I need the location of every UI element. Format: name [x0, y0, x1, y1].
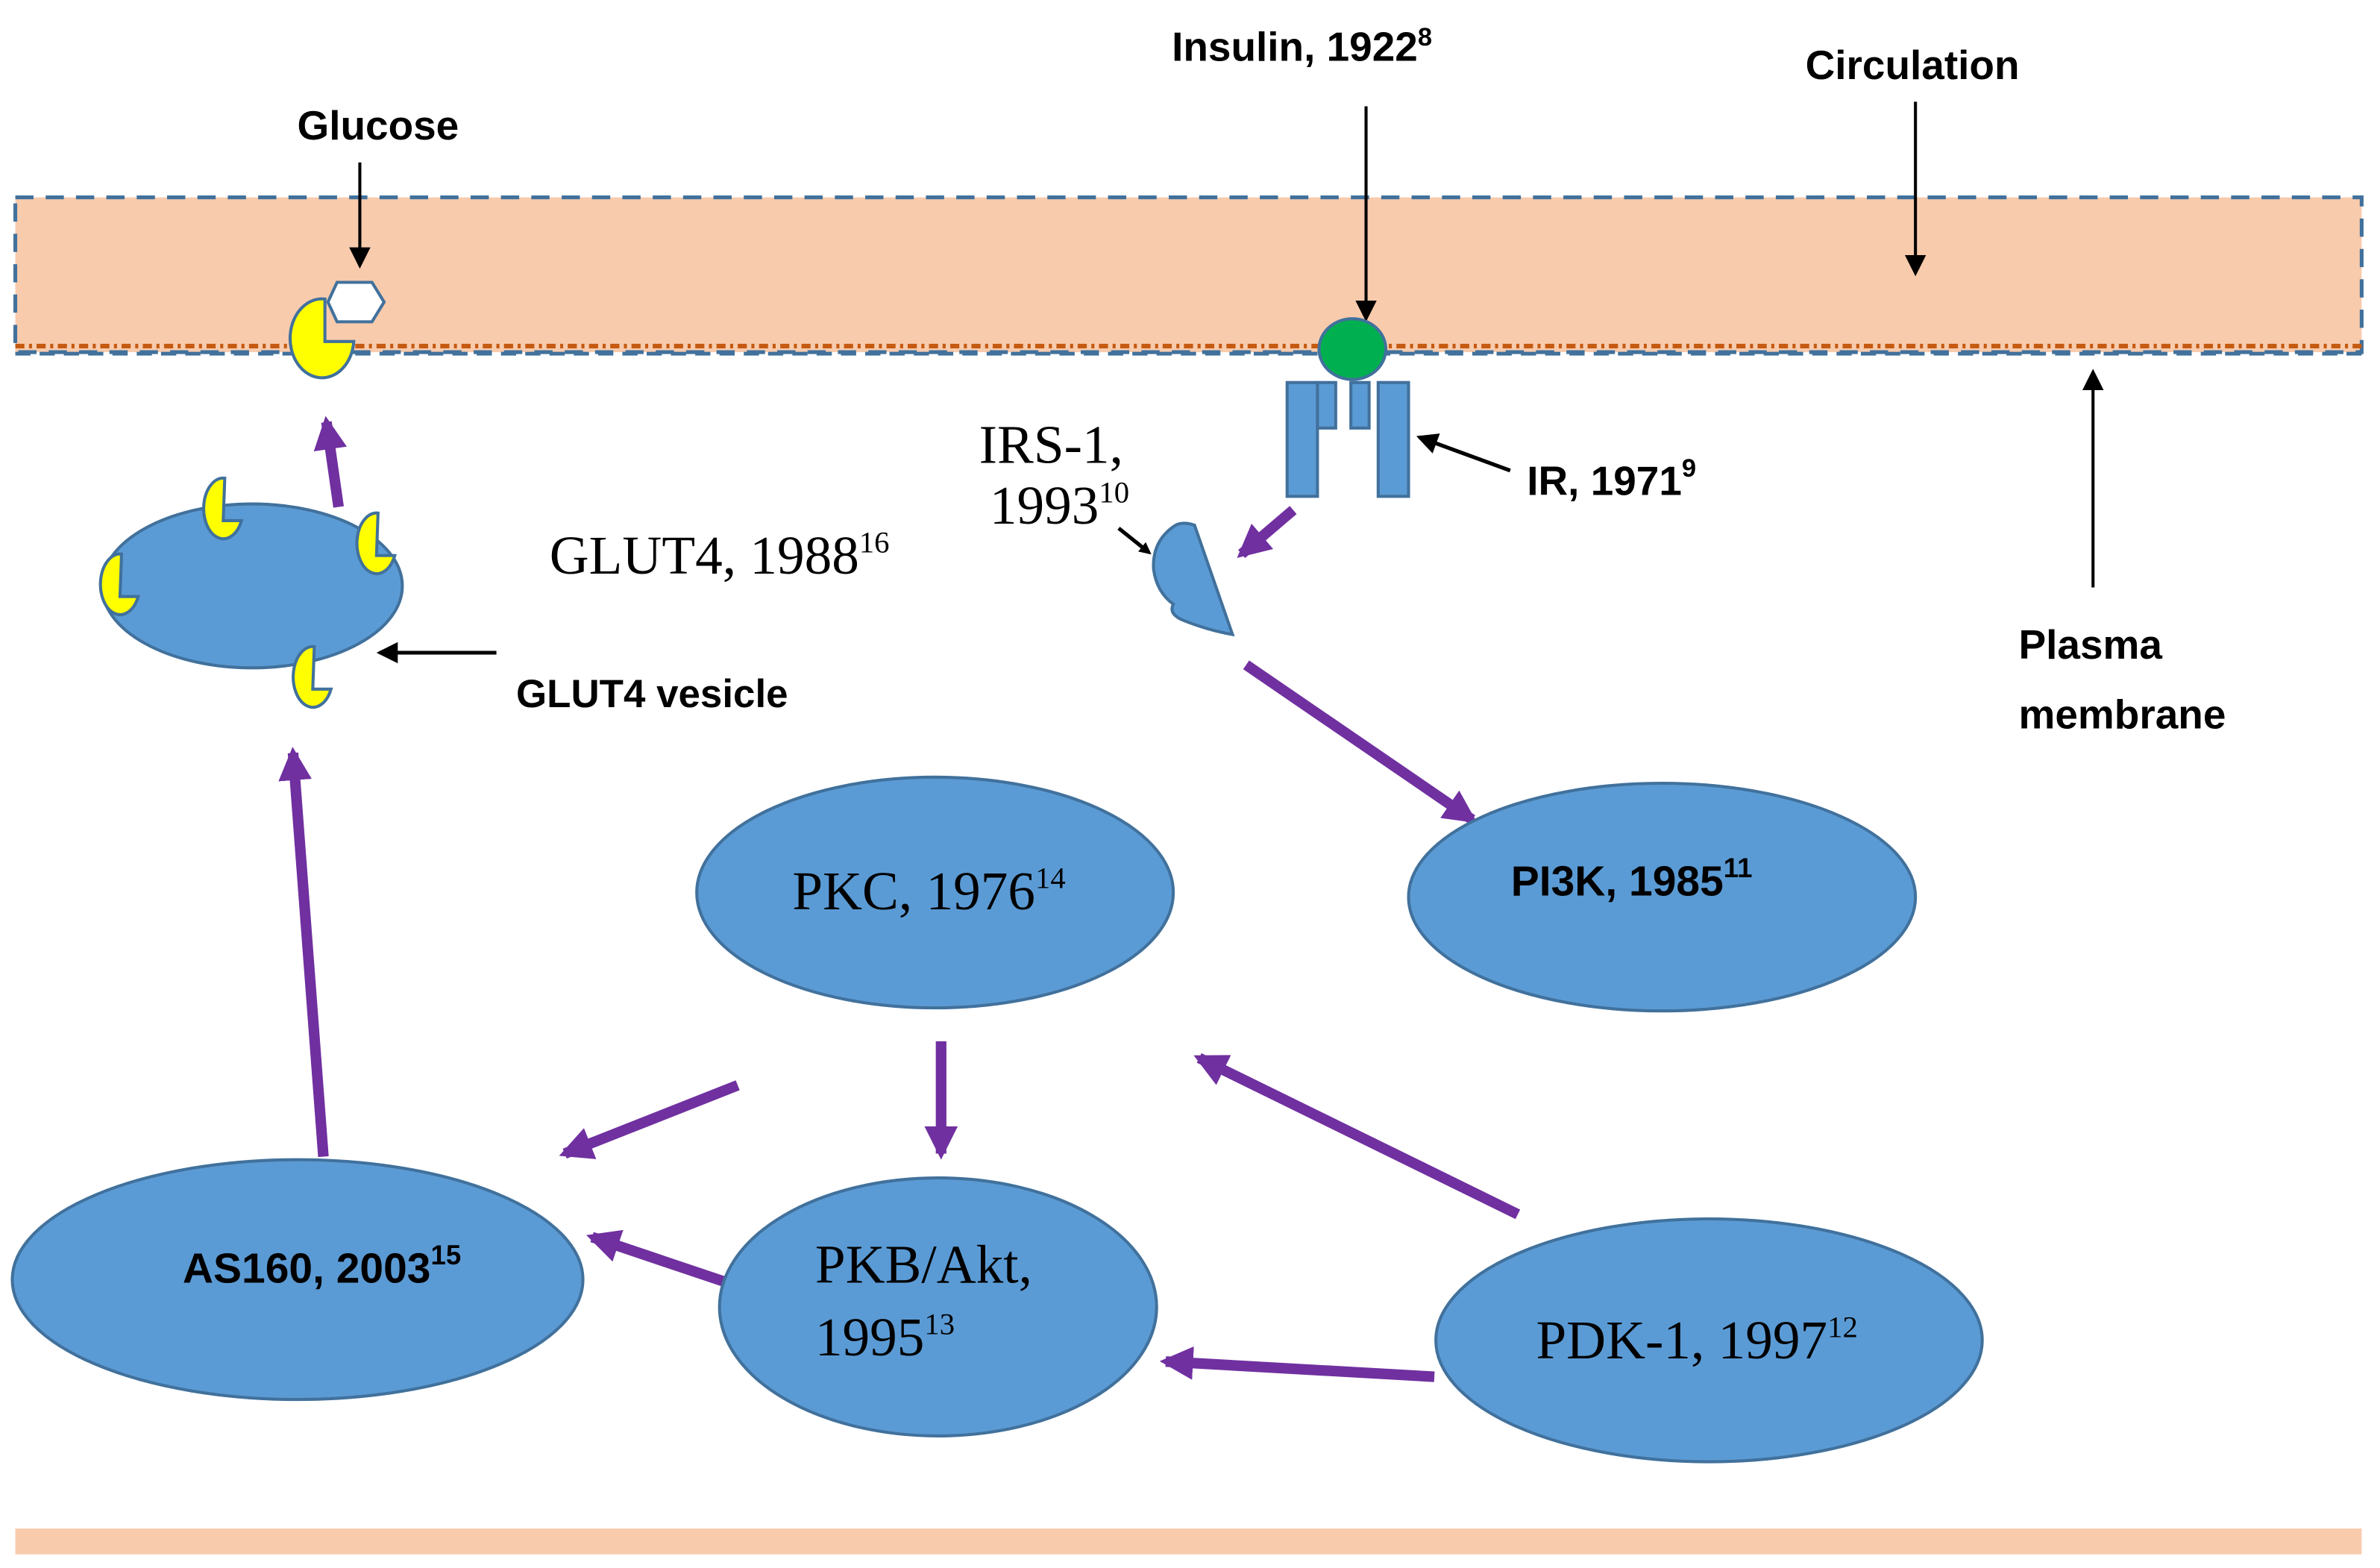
as160-node: AS160, 200315 [10, 1158, 585, 1402]
insulin-label: Insulin, 19228 [1172, 23, 1432, 69]
glut4-label: GLUT4, 198816 [550, 525, 890, 586]
svg-text:AS160, 200315: AS160, 200315 [183, 1240, 461, 1292]
pi3k-node: PI3K, 198511 [1407, 781, 1918, 1013]
glut4-transporter-membrane-icon [288, 297, 356, 380]
svg-text:PDK-1, 199712: PDK-1, 199712 [1536, 1310, 1857, 1370]
pkc-node: PKC, 197614 [695, 775, 1175, 1010]
circulation-label: Circulation [1806, 42, 2020, 88]
pdk1-node: PDK-1, 199712 [1434, 1217, 1984, 1464]
vesicle-to-membrane-arrow [313, 415, 348, 508]
svg-text:PKB/Akt, 199513: PKB/Akt, 199513 [815, 1234, 1046, 1367]
plasma-membrane-label: Plasma membrane [2019, 621, 2226, 738]
glut4-vesicle-label: GLUT4 vesicle [516, 672, 788, 716]
irs1-protein-icon [1152, 521, 1235, 637]
pdk1-to-pkb-arrow [1159, 1346, 1435, 1382]
pdk1-to-pkc-arrow [1193, 1053, 1521, 1220]
svg-text:PKC, 197614: PKC, 197614 [792, 861, 1065, 921]
extracellular-space [13, 195, 2364, 354]
insulin-receptor-icon [1285, 380, 1410, 498]
glut4-transporter-icon [355, 511, 397, 576]
irs1-pointer-arrow [1117, 527, 1152, 555]
ir-label: IR, 19719 [1527, 454, 1696, 504]
svg-text:PI3K, 198511: PI3K, 198511 [1511, 853, 1753, 905]
irs1-to-pi3k-arrow [1243, 660, 1478, 824]
plasma-membrane-line [15, 343, 2362, 356]
glut4-transporter-icon [98, 552, 141, 617]
ir-to-irs1-arrow [1237, 506, 1297, 559]
pkb-akt-node: PKB/Akt, 199513 [718, 1176, 1158, 1438]
cytoplasm-bottom-band [15, 1528, 2362, 1555]
irs1-label: IRS-1, 199310 [979, 415, 1137, 536]
pkb-to-as160-arrow [586, 1229, 743, 1293]
insulin-ligand-icon [1317, 317, 1388, 381]
ir-pointer-arrow [1416, 433, 1511, 473]
glut4-transporter-icon [292, 645, 333, 709]
glut4-transporter-icon [202, 476, 244, 541]
glucose-molecule-icon [326, 280, 386, 324]
glut4-vesicle [98, 476, 404, 709]
glucose-label: Glucose [297, 102, 459, 148]
as160-to-vesicle-arrow [278, 747, 329, 1158]
pkc-to-as160-arrow [559, 1080, 740, 1159]
